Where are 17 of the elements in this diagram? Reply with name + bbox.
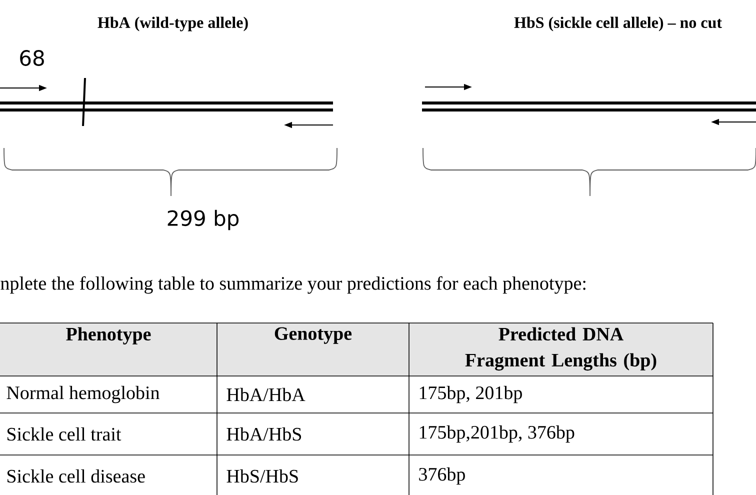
table-cell-text: Sickle cell trait bbox=[7, 427, 122, 441]
table-cell-text: 175bp,201bp, 376bp bbox=[420, 425, 574, 443]
column-header: Predicted DNA Fragment Lengths (bp) bbox=[465, 327, 656, 371]
column-header: Genotype bbox=[274, 327, 352, 344]
table-cell-text: HbA/HbA bbox=[226, 388, 306, 402]
allele-title: HbA (wild-type allele) bbox=[98, 16, 248, 32]
instruction-text: nplete the following table to summarize your predictions for each phenotype: bbox=[0, 276, 586, 294]
table-cell-text: HbA/HbS bbox=[226, 427, 302, 441]
table-cell-text: Sickle cell disease bbox=[7, 469, 145, 483]
table-cell-text: HbS/HbS bbox=[226, 469, 298, 483]
table-cell-text: Normal hemoglobin bbox=[6, 386, 160, 404]
allele-title: HbS (sickle cell allele) – no cut bbox=[514, 16, 722, 32]
table-cell-text: 175bp, 201bp bbox=[420, 386, 522, 404]
handwritten-length: 299 bp bbox=[168, 210, 239, 230]
table-cell-text: 376bp bbox=[419, 467, 465, 485]
column-header: Phenotype bbox=[66, 327, 151, 344]
handwritten-number: 68 bbox=[20, 50, 44, 66]
